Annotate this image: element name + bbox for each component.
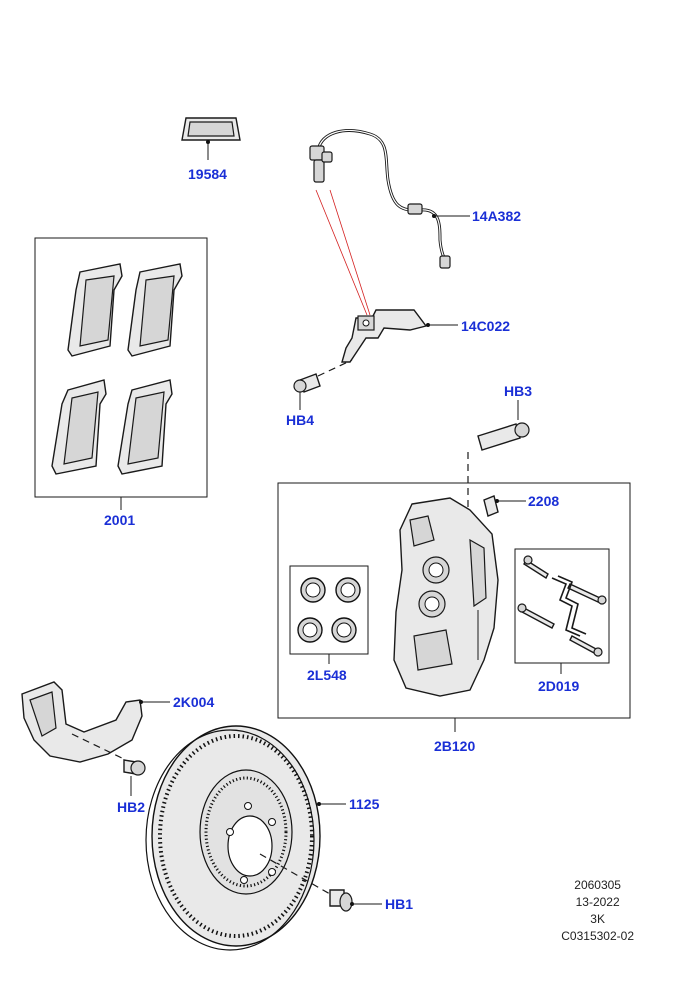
label-HB2[interactable]: HB2 (117, 799, 145, 815)
part-1125-illustration (145, 725, 346, 951)
label-HB3[interactable]: HB3 (504, 383, 532, 399)
part-14A382-illustration (309, 129, 470, 269)
part-HB3-illustration (467, 400, 530, 512)
part-HB4-illustration (293, 359, 353, 410)
part-14C022-illustration (341, 309, 458, 363)
reference-line-1: 2060305 (574, 878, 621, 892)
label-1125[interactable]: 1125 (349, 796, 380, 812)
fitting-kit-box (514, 548, 610, 664)
label-2208[interactable]: 2208 (528, 493, 559, 509)
label-19584[interactable]: 19584 (188, 166, 227, 182)
part-2D019-illustration (517, 555, 607, 657)
label-2D019[interactable]: 2D019 (538, 678, 579, 694)
part-2L548-illustration (297, 577, 361, 643)
part-HB2-illustration (71, 733, 146, 796)
part-2B120-illustration (393, 497, 499, 697)
label-14C022[interactable]: 14C022 (461, 318, 510, 334)
reference-line-3: 3K (590, 912, 605, 926)
label-2K004[interactable]: 2K004 (173, 694, 214, 710)
label-2L548[interactable]: 2L548 (307, 667, 347, 683)
label-HB4[interactable]: HB4 (286, 412, 314, 428)
part-19584-illustration (181, 117, 241, 160)
seal-kit-box (289, 565, 369, 655)
label-HB1[interactable]: HB1 (385, 896, 413, 912)
part-2208-illustration (483, 495, 526, 517)
drawing-reference-block: 2060305 13-2022 3K C0315302-02 (561, 877, 634, 945)
reference-line-4: C0315302-02 (561, 929, 634, 943)
caliper-assembly-box (277, 482, 631, 719)
sensor-leader-line-1 (315, 189, 368, 316)
label-14A382[interactable]: 14A382 (472, 208, 521, 224)
reference-line-2: 13-2022 (575, 895, 620, 909)
label-2B120[interactable]: 2B120 (434, 738, 475, 754)
sensor-leader-line-2 (329, 189, 371, 316)
label-2001[interactable]: 2001 (104, 512, 135, 528)
part-2K004-illustration (21, 681, 170, 763)
part-2001-illustration (51, 263, 183, 475)
part-HB1-illustration (259, 853, 382, 912)
